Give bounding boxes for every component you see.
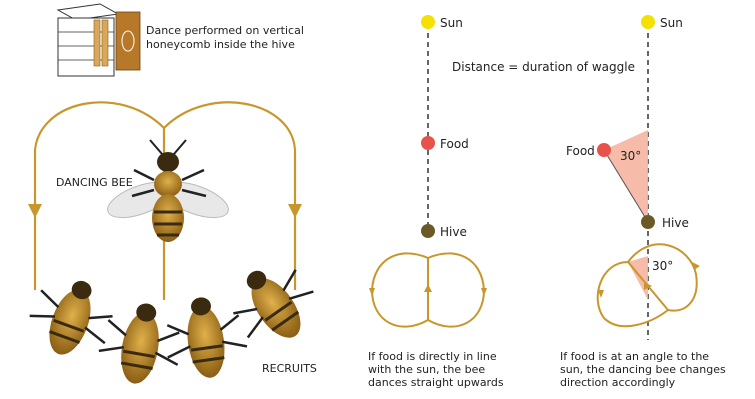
right-angle-wedge-top — [604, 130, 648, 222]
hive-caption-line-2: honeycomb inside the hive — [146, 38, 295, 51]
right-sun-label: Sun — [660, 16, 683, 30]
dancing-bee — [103, 140, 232, 242]
right-loop-arrow — [288, 204, 302, 218]
left-food-icon — [421, 136, 435, 150]
left-caption: If food is directly in line with the sun… — [368, 350, 548, 389]
right-angle-bottom-label: 30° — [652, 259, 673, 273]
dancing-bee-label: DANCING BEE — [56, 176, 133, 189]
hive-caption-line-1: Dance performed on vertical — [146, 24, 304, 37]
hive-box-illustration — [58, 4, 140, 76]
right-angle-wedge-bottom — [628, 256, 648, 300]
left-loop-arrow — [28, 204, 42, 218]
right-food-icon — [597, 143, 611, 157]
distance-label: Distance = duration of waggle — [452, 60, 635, 74]
right-caption: If food is at an angle to the sun, the d… — [560, 350, 750, 389]
recruit-bee-2 — [94, 297, 187, 391]
left-sun-label: Sun — [440, 16, 463, 30]
right-food-label: Food — [566, 144, 595, 158]
recruit-bee-3 — [160, 292, 250, 383]
recruits-label: RECRUITS — [262, 362, 317, 375]
left-hive-icon — [421, 224, 435, 238]
recruit-bee-4 — [219, 250, 329, 359]
left-hive-label: Hive — [440, 225, 467, 239]
left-sun-icon — [421, 15, 435, 29]
right-sun-icon — [641, 15, 655, 29]
left-food-label: Food — [440, 137, 469, 151]
right-angle-top-label: 30° — [620, 149, 641, 163]
right-hive-icon — [641, 215, 655, 229]
right-hive-label: Hive — [662, 216, 689, 230]
